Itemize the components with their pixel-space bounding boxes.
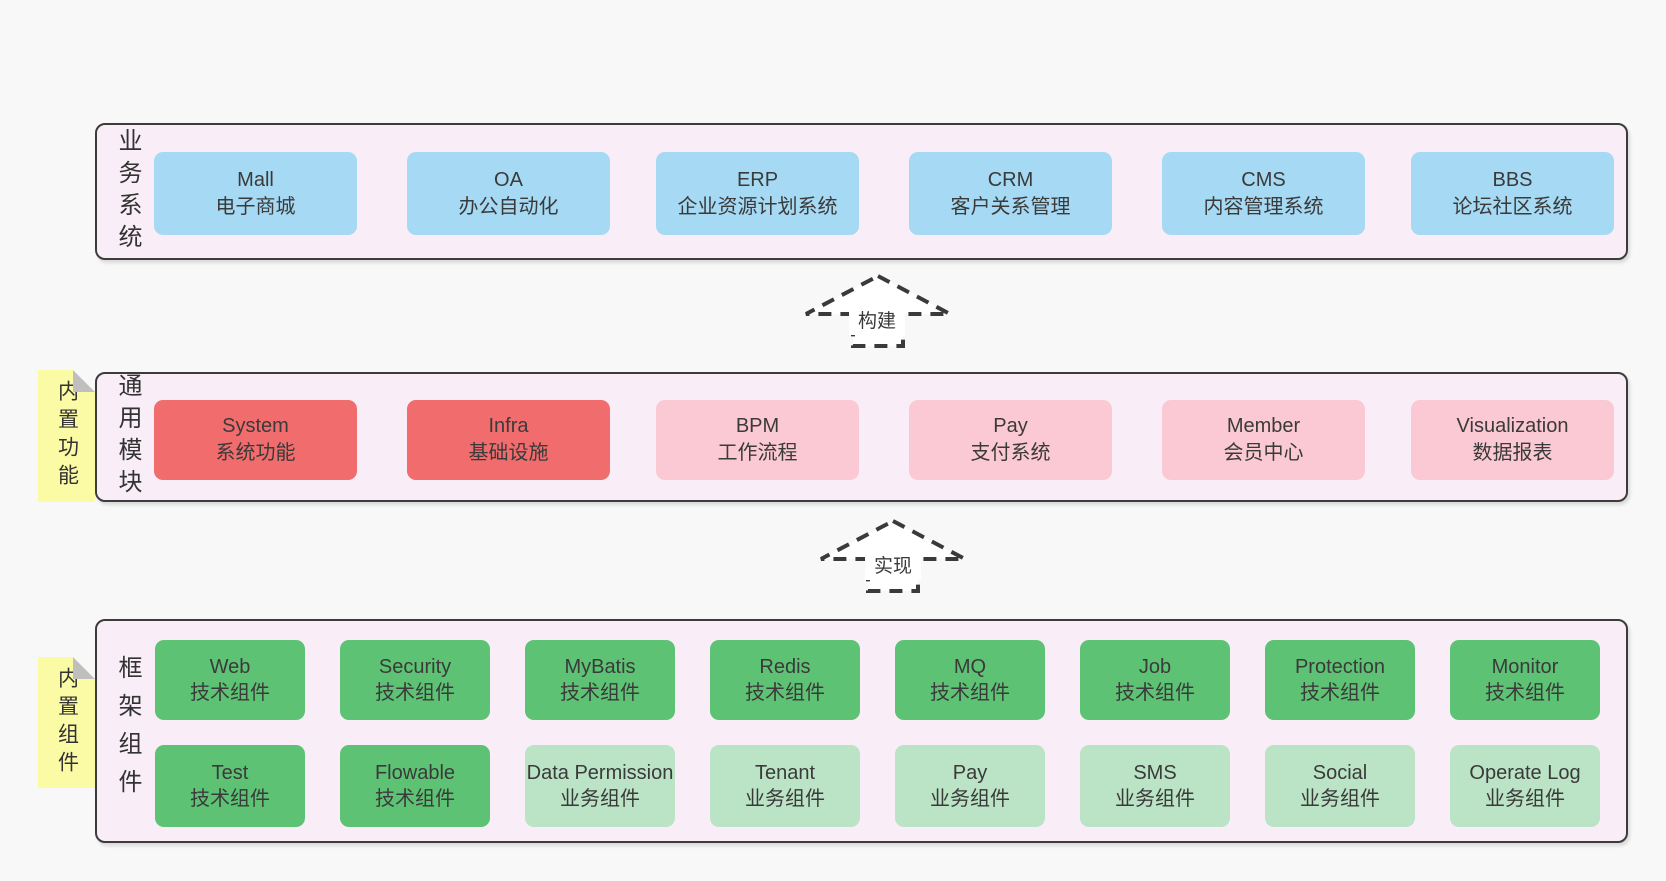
sticky-label: 内置组件 [55, 666, 79, 779]
sticky-label: 内置功能 [55, 380, 79, 492]
sticky-note-builtin-components: 内置组件 [38, 657, 95, 788]
arrow-build-label: 构建 [849, 309, 905, 335]
sticky-fold-corner [73, 370, 95, 392]
sticky-fold-corner [73, 657, 95, 679]
sticky-note-builtin-features: 内置功能 [38, 370, 95, 502]
section-label-common-modules: 通用模块 [114, 373, 141, 501]
arrow-implement-label: 实现 [865, 554, 921, 580]
section-label-framework-components: 框架组件 [114, 655, 141, 807]
section-label-business-systems: 业务系统 [114, 127, 141, 256]
